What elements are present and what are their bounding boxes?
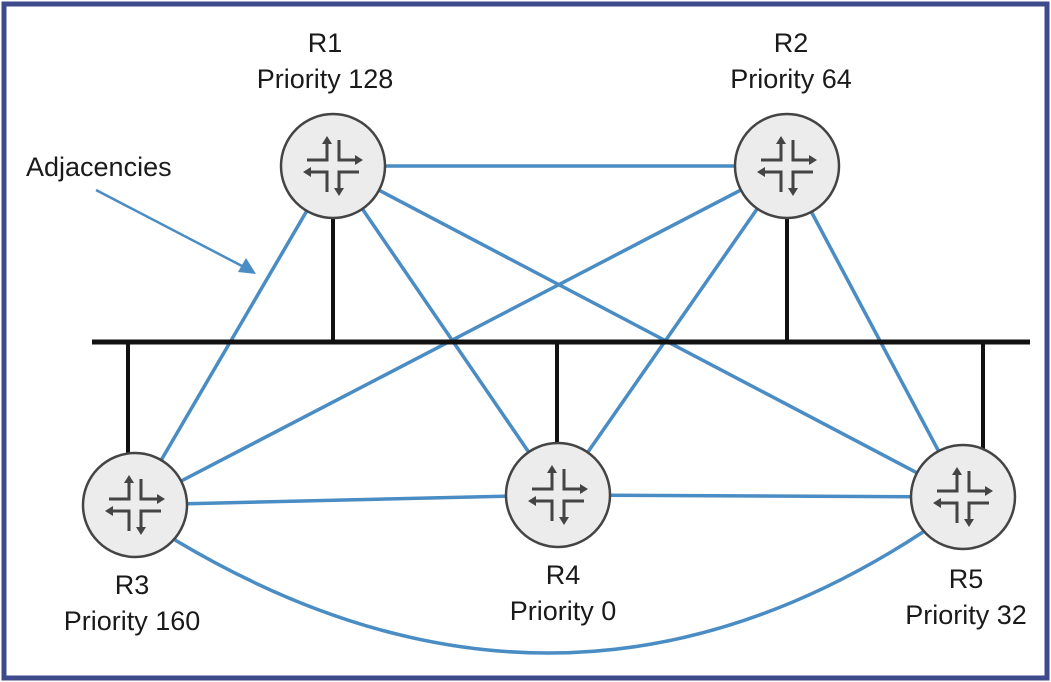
router-priority-r3: Priority 160: [64, 606, 201, 636]
router-priority-r4: Priority 0: [510, 596, 617, 626]
router-icon: [532, 469, 584, 521]
adjacencies-callout-arrowhead: [238, 258, 256, 274]
router-priority-r5: Priority 32: [905, 600, 1027, 630]
router-r3: [81, 451, 189, 559]
router-priority-r1: Priority 128: [257, 64, 394, 94]
router-body: [279, 112, 387, 220]
routers: [81, 112, 1017, 559]
router-body: [909, 443, 1017, 551]
adjacency-lines: [133, 164, 965, 655]
router-icon: [109, 479, 161, 531]
adjacencies-callout-label: Adjacencies: [26, 152, 172, 182]
router-arrowheads: [528, 465, 588, 525]
adjacency-r1-r4: [331, 165, 560, 496]
adjacency-r4-r5: [557, 493, 964, 499]
adjacency-r2-r3: [134, 164, 788, 507]
adjacency-r2-r4: [556, 165, 789, 496]
adjacencies-callout-arrow: [95, 188, 243, 268]
router-body: [733, 112, 841, 220]
router-arrowheads: [105, 475, 165, 535]
ethernet-segment: [92, 218, 1030, 453]
router-icon: [307, 140, 359, 192]
adjacency-r3-r4: [134, 493, 559, 507]
router-r5: [909, 443, 1017, 551]
router-name-r3: R3: [115, 570, 150, 600]
adjacency-r1-r3: [133, 165, 335, 506]
router-body: [504, 441, 612, 549]
router-priority-r2: Priority 64: [730, 64, 852, 94]
router-body: [81, 451, 189, 559]
router-icon: [937, 471, 989, 523]
router-arrowheads: [757, 136, 817, 196]
adjacency-r2-r5: [785, 165, 965, 498]
router-name-r5: R5: [949, 564, 984, 594]
router-name-r1: R1: [308, 28, 343, 58]
router-icon: [761, 140, 813, 192]
adjacency-r1-r5: [332, 164, 964, 499]
adjacency-r3-r5: [174, 530, 924, 655]
router-arrowheads: [303, 136, 363, 196]
router-name-r4: R4: [546, 560, 581, 590]
router-name-r2: R2: [774, 28, 809, 58]
router-r2: [733, 112, 841, 220]
router-arrowheads: [933, 467, 993, 527]
router-r1: [279, 112, 387, 220]
router-r4: [504, 441, 612, 549]
